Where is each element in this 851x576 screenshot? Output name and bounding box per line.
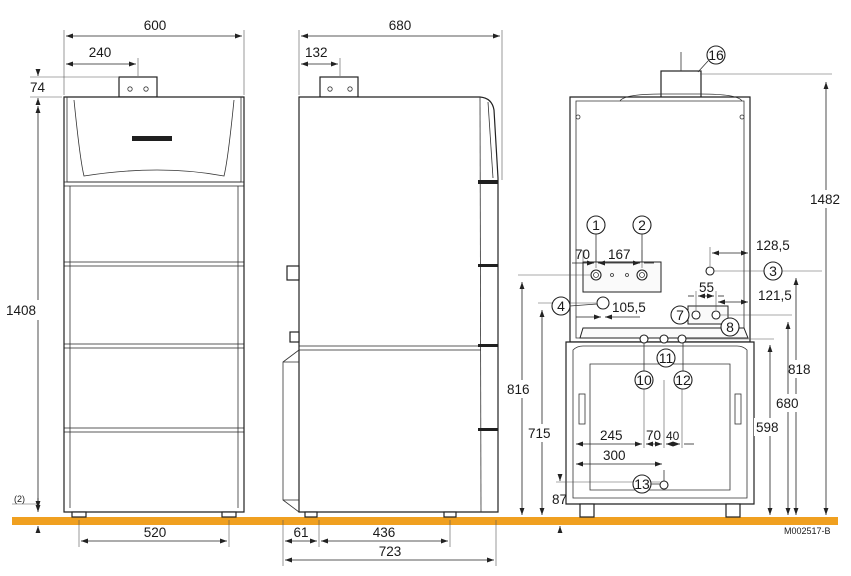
floor-note: (2) [12, 494, 41, 533]
svg-text:1: 1 [592, 217, 600, 233]
svg-text:4: 4 [557, 298, 565, 314]
dim-side-depth: 680 [389, 18, 412, 33]
side-view [282, 76, 499, 518]
front-dimensions: 600 240 74 1408 520 [4, 18, 245, 547]
dim-rear-height-816: 816 [507, 382, 530, 397]
dim-rear-conn-4-offset: 105,5 [612, 300, 646, 315]
floor-note-label: (2) [14, 494, 25, 504]
svg-text:12: 12 [675, 372, 691, 388]
callout-11: 11 [656, 348, 676, 368]
dim-rear-conn-78-spacing: 55 [699, 280, 714, 295]
dim-rear-height-680: 680 [776, 396, 799, 411]
drawing-reference: M002517-B [784, 526, 831, 536]
dim-rear-conn-spacing-12: 167 [608, 247, 631, 262]
callout-4: 4 [551, 296, 598, 316]
dim-front-flue-offset: 240 [89, 45, 112, 60]
callout-1: 1 [586, 215, 606, 262]
rear-flue-outlet [660, 70, 702, 102]
dim-side-flue-offset: 132 [305, 45, 328, 60]
side-rear-connector-upper [286, 265, 300, 281]
front-view [63, 76, 245, 518]
dim-front-width: 600 [144, 18, 167, 33]
dim-rear-height-715: 715 [528, 426, 551, 441]
dim-rear-height-818: 818 [788, 362, 811, 377]
callout-3: 3 [763, 261, 783, 281]
floor-line [12, 517, 838, 525]
dim-rear-conn-3-offset: 128,5 [756, 238, 790, 253]
svg-text:10: 10 [636, 372, 652, 388]
svg-text:3: 3 [769, 263, 777, 279]
dim-rear-height-87: 87 [552, 492, 567, 507]
callout-2: 2 [632, 215, 652, 262]
callout-16: 16 [697, 45, 726, 73]
rear-dimensions: 1482 70 167 128,5 55 121,5 105,5 816 [505, 73, 848, 533]
callout-7: 7 [670, 305, 690, 325]
dim-rear-conn-8-offset: 121,5 [758, 288, 792, 303]
front-flue-outlet [118, 76, 158, 98]
side-dimensions: 680 132 61 436 723 [282, 18, 503, 566]
dim-side-feet-offset: 61 [293, 525, 308, 540]
dim-rear-conn-offset-1: 70 [575, 247, 590, 262]
svg-text:16: 16 [708, 47, 724, 63]
svg-text:2: 2 [638, 217, 646, 233]
dim-rear-spacing-245: 245 [600, 428, 623, 443]
callout-12: 12 [673, 343, 693, 390]
callout-8: 8 [720, 317, 740, 337]
dim-rear-height-598: 598 [756, 420, 779, 435]
dim-front-body-height: 1408 [6, 303, 36, 318]
callouts: 1 2 3 4 7 8 10 11 [551, 45, 783, 494]
dim-rear-spacing-40: 40 [666, 429, 680, 443]
svg-text:11: 11 [659, 350, 674, 366]
side-flue-outlet [319, 76, 359, 98]
svg-text:7: 7 [676, 307, 684, 323]
dim-rear-total-height: 1482 [810, 192, 840, 207]
dim-rear-spacing-70: 70 [646, 428, 661, 443]
svg-text:13: 13 [634, 476, 650, 492]
dim-front-feet-spacing: 520 [144, 525, 167, 540]
front-control-slot [132, 136, 172, 141]
dim-front-flue-height: 74 [30, 80, 46, 95]
svg-text:8: 8 [726, 319, 734, 335]
side-rear-connector-lower [289, 331, 300, 343]
dim-side-feet-spacing: 436 [373, 525, 396, 540]
callout-10: 10 [634, 343, 654, 390]
dim-rear-spacing-300: 300 [603, 448, 626, 463]
dim-side-total-depth: 723 [379, 544, 402, 559]
callout-13: 13 [632, 474, 660, 494]
